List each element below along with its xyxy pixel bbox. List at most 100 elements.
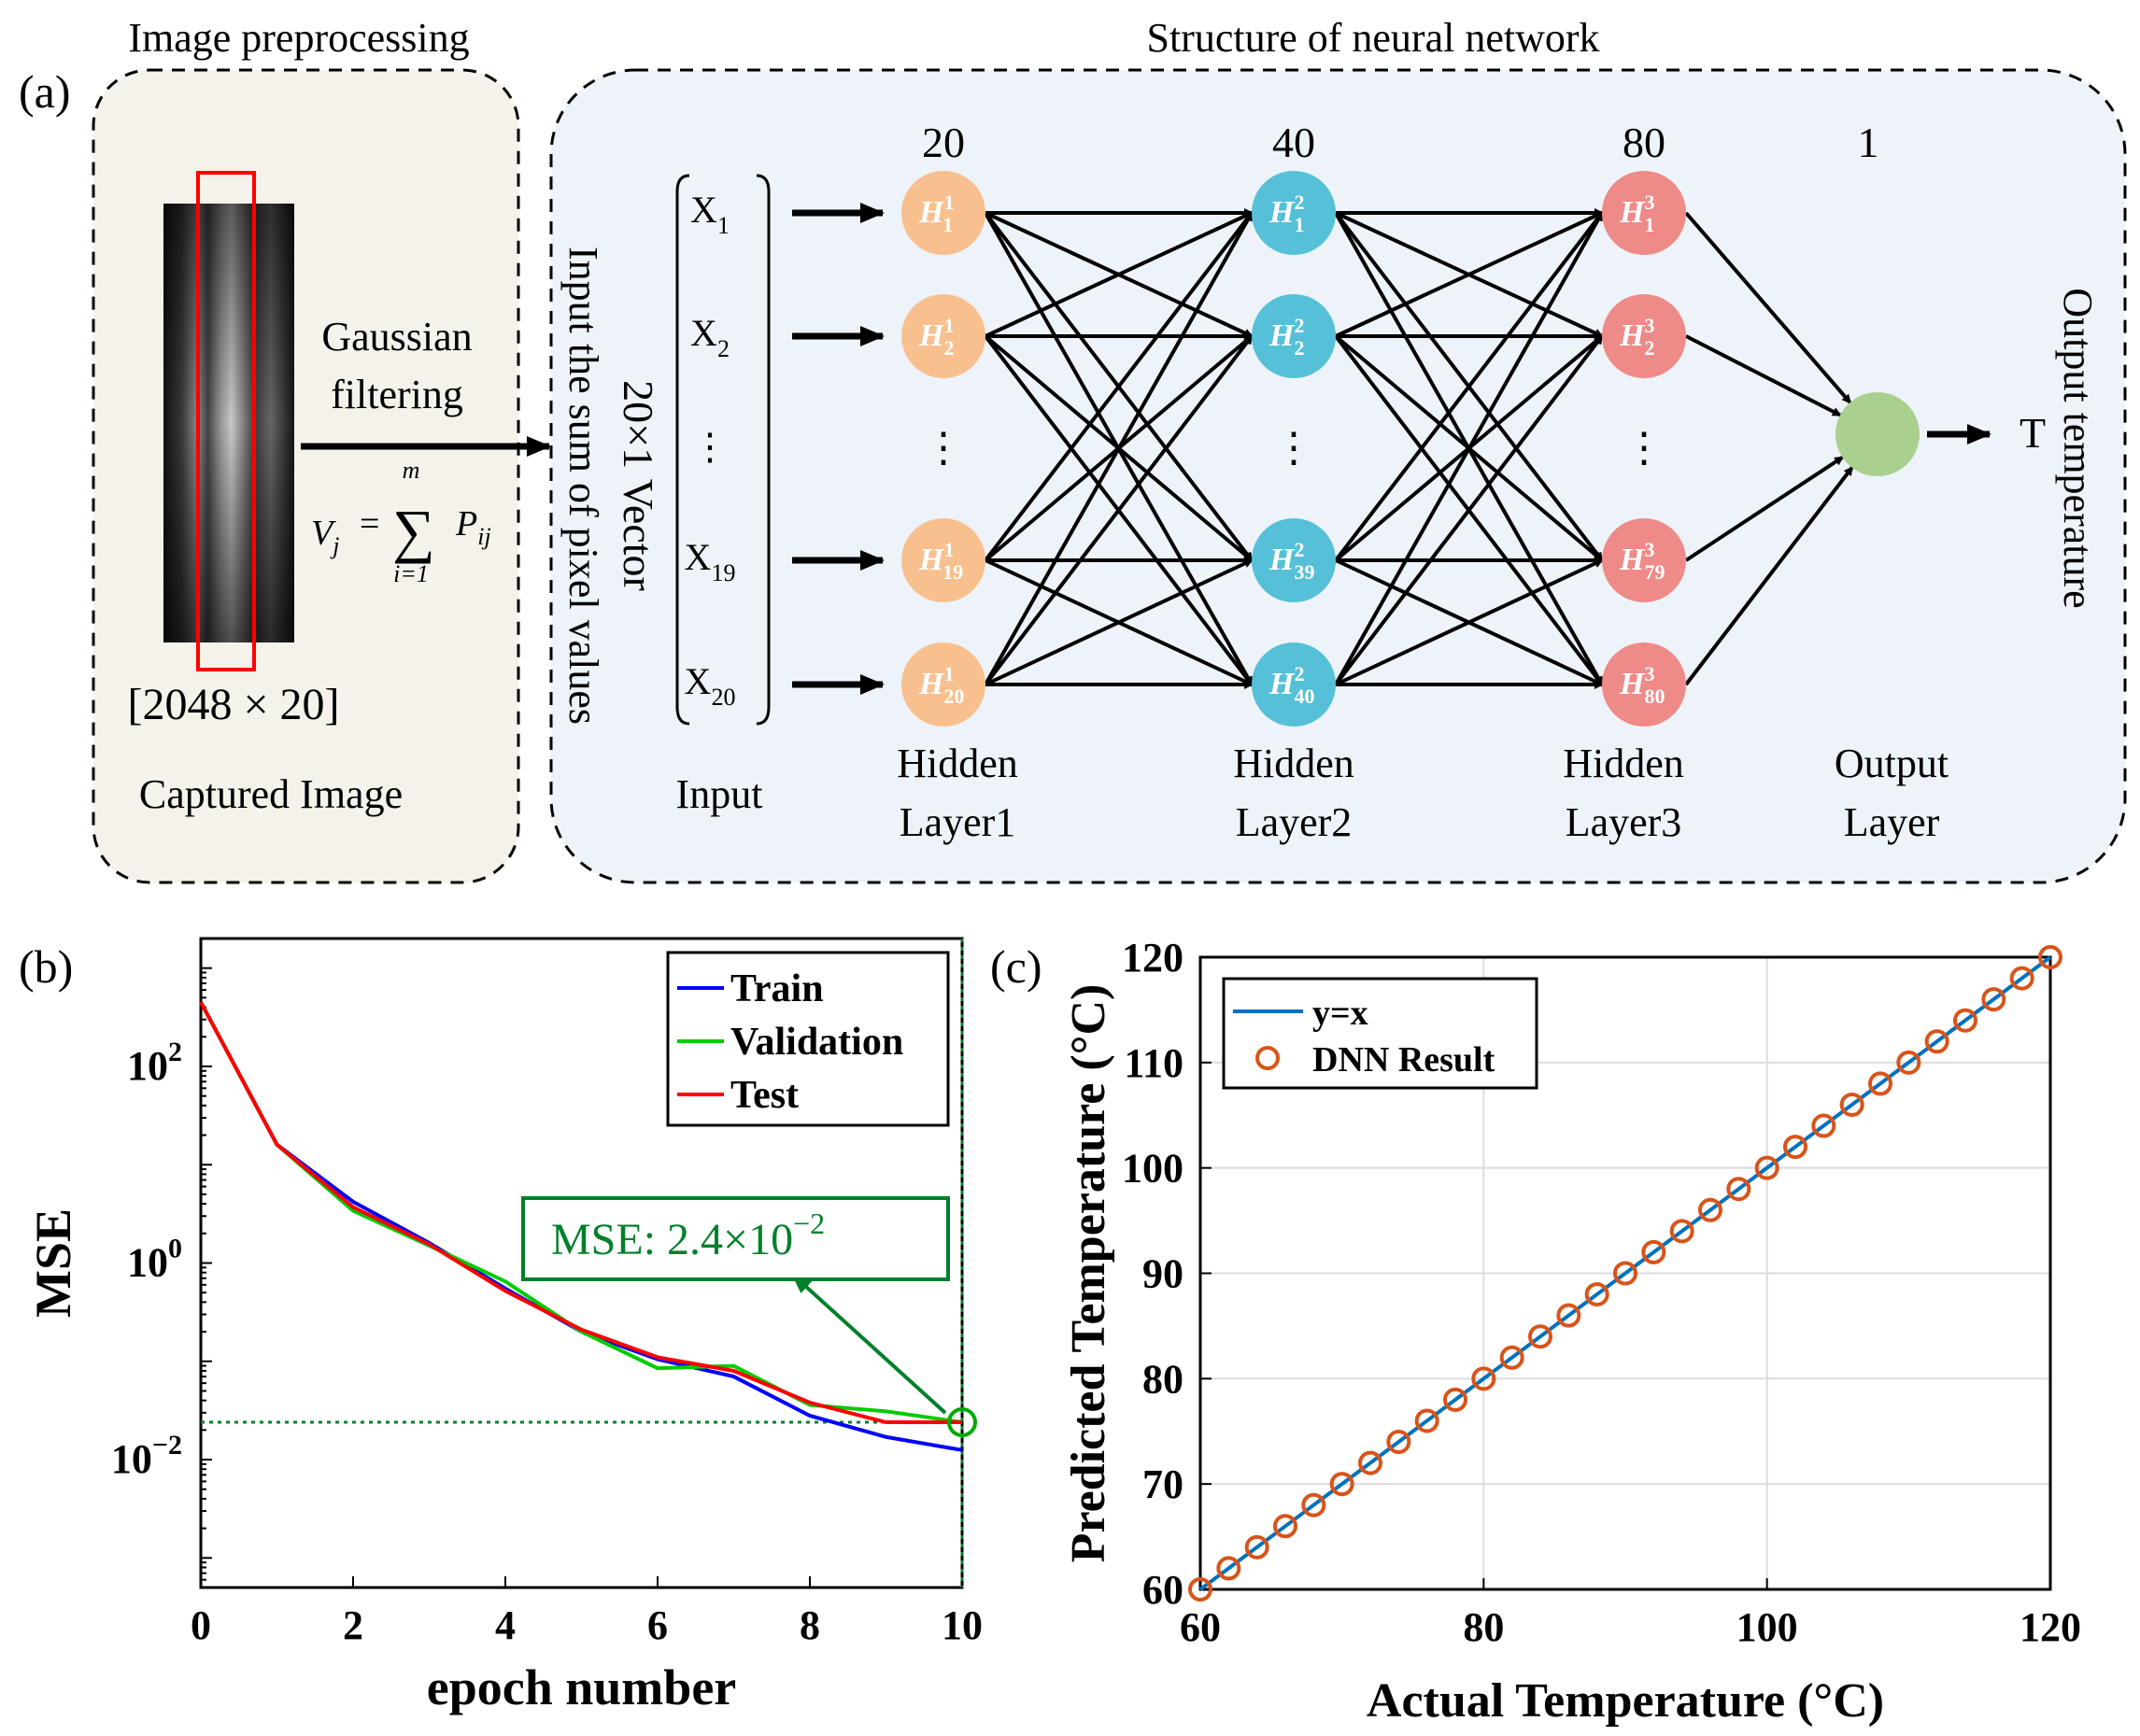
svg-text:i=1: i=1 <box>393 560 429 587</box>
dnn-result-point <box>1528 1324 1552 1349</box>
dnn-result-point <box>1414 1408 1439 1433</box>
connection-line <box>1684 211 1852 404</box>
x-tick-label: 2 <box>343 1602 363 1648</box>
x-tick-label: 100 <box>1736 1604 1798 1650</box>
dnn-result-point <box>1839 1092 1864 1117</box>
input-bracket-right <box>756 174 771 726</box>
connection-line <box>1334 211 1604 685</box>
neuron-h3-80 <box>1602 642 1686 727</box>
hidden1-caption-2: Layer1 <box>900 799 1016 845</box>
connection-line <box>1684 466 1854 686</box>
sum-symbol: ∑ <box>392 498 435 564</box>
y-tick-label: 60 <box>1142 1567 1183 1613</box>
neuron-h2-40 <box>1252 642 1336 727</box>
y-axis-label: Predicted Temperature (°C) <box>1062 984 1115 1563</box>
dnn-result-point <box>1754 1155 1779 1180</box>
dnn-result-point <box>1584 1282 1609 1307</box>
panel-c-label: (c) <box>990 940 1042 993</box>
roi-box <box>196 171 256 671</box>
legend-box <box>1222 977 1538 1090</box>
dnn-result-point <box>1896 1050 1921 1075</box>
dnn-result-point <box>1556 1303 1581 1328</box>
hidden1-caption-1: Hidden <box>897 741 1018 786</box>
neuron-h3-79 <box>1602 518 1686 602</box>
x-tick-label: 60 <box>1180 1604 1221 1650</box>
dnn-result-point <box>1301 1492 1326 1517</box>
input-item: X1 <box>690 189 730 239</box>
x-tick-label: 8 <box>800 1602 820 1648</box>
legend-label: DNN Result <box>1312 1040 1495 1080</box>
dnn-result-point <box>1924 1029 1949 1054</box>
x-tick-label: 6 <box>647 1602 668 1648</box>
x-tick-label: 120 <box>2020 1604 2081 1650</box>
annotation-box <box>521 1196 950 1281</box>
legend-label: y=x <box>1312 994 1368 1033</box>
dnn-result-point <box>1669 1219 1694 1244</box>
vertical-dots: ⋮ <box>923 425 964 471</box>
input-item: X19 <box>685 536 736 586</box>
legend-label: Validation <box>730 1021 903 1064</box>
y-tick-label: 120 <box>1122 935 1183 981</box>
dnn-result-point <box>1981 987 2006 1012</box>
connection-line <box>984 334 1254 686</box>
neuron-h3-2 <box>1602 294 1686 378</box>
x-tick-label: 4 <box>495 1602 516 1648</box>
panel-a-label: (a) <box>19 65 71 118</box>
hidden3-caption-1: Hidden <box>1563 741 1684 786</box>
best-point-marker <box>947 1407 977 1438</box>
dnn-result-point <box>1471 1366 1496 1391</box>
connection-line <box>1684 456 1845 562</box>
layer1-size: 20 <box>922 119 965 166</box>
input-caption: Input <box>676 771 763 817</box>
dnn-result-point <box>1188 1577 1212 1602</box>
panel-a: (a) Image preprocessing [2048 × 20] Capt… <box>19 15 2127 884</box>
dnn-result-point <box>1244 1534 1269 1560</box>
output-neuron <box>1835 392 1920 476</box>
dnn-result-point <box>2009 966 2034 991</box>
vector-label: 20×1 Vector <box>615 380 662 591</box>
filter-label-line1: Gaussian <box>321 314 472 360</box>
dnn-result-point <box>1811 1113 1836 1138</box>
y-tick-label: 10−2 <box>111 1430 182 1482</box>
connection-line <box>1334 211 1604 562</box>
legend-box <box>666 951 950 1127</box>
dnn-result-point <box>1726 1177 1751 1202</box>
network-title: Structure of neural network <box>1146 15 1599 61</box>
dnn-result-point <box>1329 1472 1354 1497</box>
connection-line <box>1334 334 1604 686</box>
svg-text:=: = <box>360 504 379 543</box>
dnn-result-point <box>1499 1345 1524 1370</box>
connection-line <box>984 211 1254 562</box>
connection-line <box>1335 211 1604 338</box>
dnn-result-point <box>1273 1514 1297 1539</box>
x-tick-label: 0 <box>191 1602 211 1648</box>
neuron-h1-19 <box>901 518 985 602</box>
series-y-equals-x <box>1198 955 2052 1591</box>
connection-line <box>1685 334 1842 417</box>
dnn-result-point <box>1216 1556 1241 1581</box>
output-temperature-label: Output temperature <box>2055 288 2101 608</box>
hidden2-caption-1: Hidden <box>1233 741 1354 786</box>
preprocess-box <box>92 68 520 884</box>
captured-image-caption: Captured Image <box>139 771 403 817</box>
input-item: X20 <box>685 660 736 711</box>
vertical-dots: ⋮ <box>1273 425 1314 471</box>
y-tick-label: 90 <box>1142 1251 1183 1297</box>
